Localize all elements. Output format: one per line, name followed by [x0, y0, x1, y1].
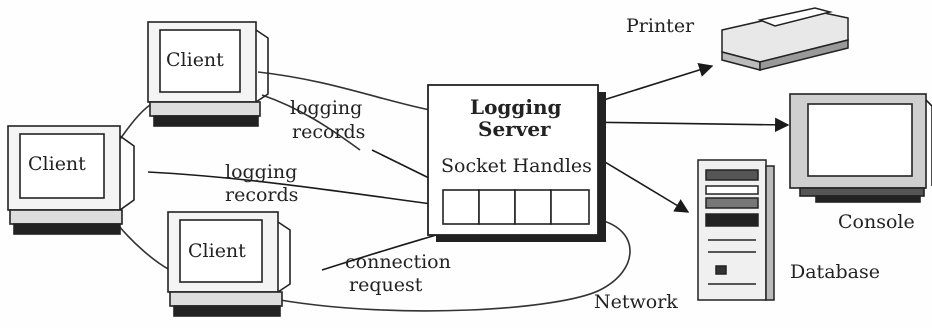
- network-links: [117, 71, 631, 312]
- server-title-line2: Server: [478, 117, 551, 141]
- network-link-left-bottom: [117, 224, 171, 271]
- network-cable: [279, 219, 631, 312]
- console-icon: [789, 93, 932, 203]
- database-icon: [697, 159, 775, 301]
- socket-handle-cell: [478, 189, 516, 225]
- socket-handle-cell: [550, 189, 590, 225]
- socket-handles-table: [442, 189, 590, 225]
- socket-handles-label: Socket Handles: [441, 155, 592, 177]
- console-label: Console: [838, 211, 915, 233]
- client-label-left: Client: [28, 153, 86, 175]
- records-mid-label-2: records: [225, 184, 299, 206]
- network-label: Network: [594, 291, 678, 313]
- connection-label-1: connection: [345, 251, 451, 273]
- client-label-bottom: Client: [188, 240, 246, 262]
- printer-icon: [721, 7, 849, 71]
- logging-server: [427, 84, 606, 242]
- client-monitor-left: [7, 125, 135, 235]
- records-top-label-2: records: [292, 121, 366, 143]
- database-label: Database: [790, 261, 881, 283]
- network-link-left-top: [117, 104, 151, 143]
- server-title-line1: Logging: [470, 95, 562, 119]
- printer-label: Printer: [626, 15, 695, 37]
- client-monitor-bottom: [167, 211, 291, 317]
- client-monitor-top: [147, 21, 269, 127]
- socket-handle-cell: [514, 189, 552, 225]
- arrow-to-console: [574, 117, 790, 133]
- network-link-top-client-2: [261, 94, 361, 151]
- arrow-records-mid: [147, 171, 464, 214]
- connection-label-2: request: [349, 274, 423, 296]
- network-link-top-client: [257, 71, 431, 111]
- records-top-label-1: logging: [290, 97, 363, 119]
- client-label-top: Client: [166, 49, 224, 71]
- socket-handle-cell: [442, 189, 480, 225]
- records-mid-label-1: logging: [225, 161, 298, 183]
